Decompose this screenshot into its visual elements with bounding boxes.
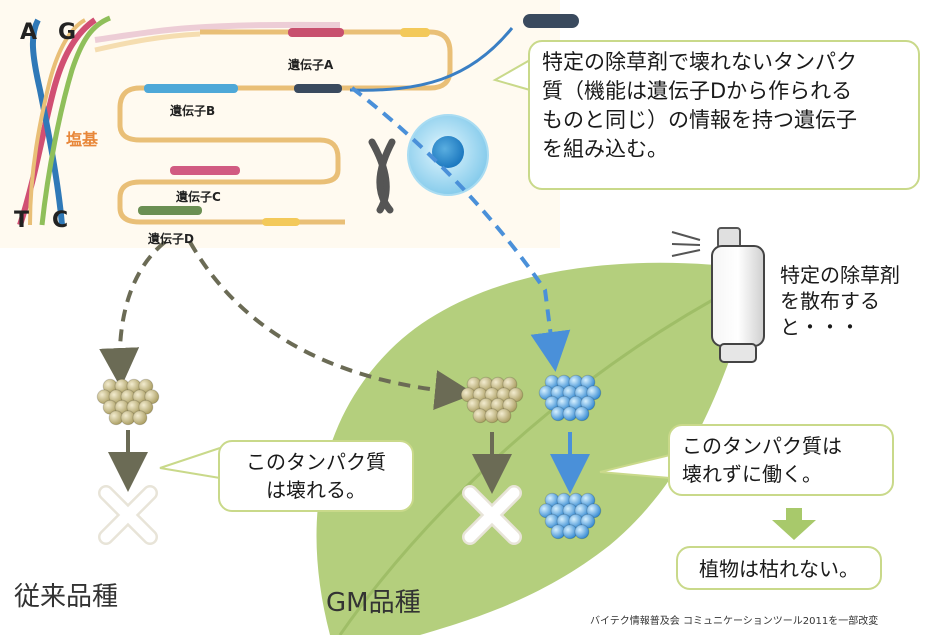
gene-yellow-2 bbox=[262, 218, 300, 226]
cell-nucleus bbox=[432, 136, 464, 168]
callout-left-tail bbox=[159, 447, 221, 479]
blue-dashed-arrow bbox=[350, 86, 571, 372]
callout-right-tail bbox=[599, 454, 671, 479]
gene-a-label: 遺伝子A bbox=[288, 58, 334, 72]
label-gm: GM品種 bbox=[326, 588, 421, 618]
inserted-gene-bar bbox=[523, 14, 579, 28]
protein-cluster-gm-blue-intact bbox=[538, 492, 602, 540]
gene-d-segment bbox=[138, 206, 202, 215]
leaf-vein bbox=[338, 283, 741, 635]
gray-dashed-arrow-conventional bbox=[99, 240, 167, 388]
gene-c-label: 遺伝子C bbox=[176, 190, 221, 204]
callout-top-line-4: を組み込む。 bbox=[542, 137, 668, 161]
label-conventional: 従来品種 bbox=[14, 582, 119, 612]
spray-text-line-3: と・・・ bbox=[780, 315, 860, 339]
dna-letter-c: C bbox=[52, 208, 69, 233]
credit-text: バイテク情報普及会 コミュニケーションツール2011を一部改変 bbox=[590, 616, 879, 627]
gene-b-label: 遺伝子B bbox=[170, 104, 216, 118]
gene-a-yellow bbox=[400, 28, 430, 37]
protein-cluster-conventional bbox=[96, 378, 160, 426]
result-box: 植物は枯れない。 bbox=[676, 546, 882, 590]
broken-protein-conventional bbox=[98, 485, 158, 545]
protein-cluster-gm-blue bbox=[538, 374, 602, 422]
insertion-arrow bbox=[349, 27, 514, 92]
callout-right-line-2: 壊れずに働く。 bbox=[682, 462, 822, 486]
dna-letter-a: A bbox=[20, 20, 38, 45]
protein-bead bbox=[574, 406, 590, 422]
gene-inserted-segment bbox=[294, 84, 342, 93]
dna-helix bbox=[17, 15, 341, 226]
dna-letter-g: G bbox=[58, 20, 77, 45]
gene-b-segment bbox=[144, 84, 238, 93]
leaf-shape bbox=[316, 262, 760, 635]
gray-dashed-arrow-gm bbox=[188, 241, 475, 410]
callout-left-line-1: このタンパク質 bbox=[246, 450, 386, 474]
callout-top-line-1: 特定の除草剤で壊れないタンパク bbox=[542, 50, 857, 74]
chromosome-icon bbox=[368, 138, 396, 214]
spray-text: 特定の除草剤 を散布する と・・・ bbox=[780, 262, 900, 340]
callout-right: このタンパク質は 壊れずに働く。 bbox=[668, 424, 894, 496]
spray-text-line-2: を散布する bbox=[780, 289, 880, 313]
base-label: 塩基 bbox=[66, 130, 99, 149]
callout-top: 特定の除草剤で壊れないタンパク 質（機能は遺伝子Dから作られる ものと同じ）の情… bbox=[528, 40, 920, 190]
spray-text-line-1: 特定の除草剤 bbox=[780, 263, 900, 287]
callout-top-tail bbox=[492, 59, 531, 91]
protein-cluster-gm-tan bbox=[460, 376, 524, 424]
protein-bead bbox=[132, 410, 148, 426]
gene-c-segment bbox=[170, 166, 240, 175]
callout-right-line-1: このタンパク質は bbox=[682, 434, 842, 458]
result-arrow bbox=[772, 508, 816, 540]
protein-bead bbox=[496, 408, 512, 424]
gene-a-segment bbox=[288, 28, 344, 37]
spray-can-icon bbox=[671, 227, 765, 363]
callout-left: このタンパク質 は壊れる。 bbox=[218, 440, 414, 512]
gene-d-label: 遺伝子D bbox=[148, 232, 194, 246]
dna-letter-t: T bbox=[14, 208, 30, 233]
protein-bead bbox=[574, 524, 590, 540]
broken-protein-gm bbox=[462, 485, 522, 545]
callout-left-line-2: は壊れる。 bbox=[266, 478, 366, 502]
callout-top-line-3: ものと同じ）の情報を持つ遺伝子 bbox=[542, 108, 857, 132]
callout-top-line-2: 質（機能は遺伝子Dから作られる bbox=[542, 79, 853, 103]
